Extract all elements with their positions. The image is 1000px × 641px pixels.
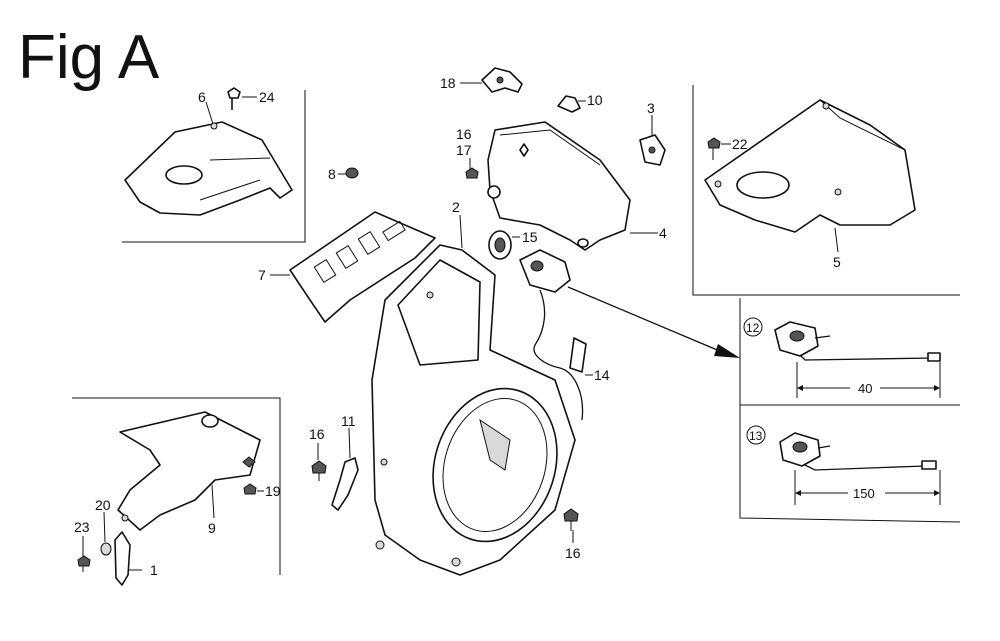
callout-17: 17: [456, 142, 472, 158]
shroud-opening: [432, 387, 558, 543]
part-14-wire: [533, 289, 584, 421]
stop-switch: [519, 249, 571, 293]
figure-title: Fig A: [18, 23, 160, 92]
part-1-terminal: [114, 531, 131, 586]
part-8-nut: [345, 167, 359, 179]
callout-10: 10: [587, 92, 603, 108]
part-7-8-group: 8 7: [258, 166, 436, 323]
bolt-16-left: [311, 460, 327, 481]
detail-panel-13: 13 150: [746, 425, 941, 505]
bolt-17: [465, 167, 479, 179]
callout-18: 18: [440, 75, 456, 91]
callout-5: 5: [833, 254, 841, 270]
callout-16-bottom: 16: [565, 545, 581, 561]
bolt-24: [227, 87, 241, 110]
callout-16-left: 16: [309, 426, 325, 442]
shroud-inner-vane: [479, 418, 511, 471]
callout-19: 19: [265, 483, 281, 499]
panel-12-number: 12: [746, 321, 760, 335]
callout-2: 2: [452, 199, 460, 215]
panel-13-number: 13: [749, 429, 763, 443]
callout-14: 14: [594, 367, 610, 383]
callout-24: 24: [259, 89, 275, 105]
callout-1: 1: [150, 562, 158, 578]
part-6-frame: [122, 90, 306, 243]
washer-20: [100, 542, 112, 556]
bolt-16-bottom: [563, 508, 579, 531]
switch-wire-group: 14: [519, 249, 740, 421]
bolt-22: [707, 137, 721, 160]
callout-6: 6: [198, 89, 206, 105]
part-6-hole: [165, 165, 203, 185]
detail-panel-12: 12 40: [743, 317, 941, 398]
part-5-hole: [736, 171, 790, 199]
callout-7: 7: [258, 267, 266, 283]
part-6-group: 6 24: [122, 87, 306, 243]
callout-22: 22: [732, 136, 748, 152]
part-4-group: 4 16 17 15: [456, 121, 667, 260]
part-10-clip: [557, 95, 581, 113]
part-6-cover: [124, 121, 293, 216]
part-4-cover: [487, 121, 631, 251]
part-9-group: 9 19 1 20 23: [72, 397, 281, 586]
detail-panels: 12 40 13 150: [739, 298, 961, 523]
bolt-23: [77, 555, 91, 572]
part-5-frame: [692, 85, 960, 296]
part-5-cover: [704, 99, 916, 233]
part-5-group: 22 5: [692, 85, 960, 296]
bolt-19: [243, 483, 257, 495]
detail-frame: [739, 298, 961, 523]
callout-3: 3: [647, 100, 655, 116]
part-7-plate: [289, 211, 436, 323]
callout-16-top: 16: [456, 126, 472, 142]
callout-8: 8: [328, 166, 336, 182]
callout-4: 4: [659, 225, 667, 241]
callout-9: 9: [208, 520, 216, 536]
part-9-frame: [72, 397, 281, 575]
part-11-16-group: 16 11: [309, 413, 359, 511]
wire-terminal: [569, 337, 587, 373]
panel-13-dimension: 150: [853, 486, 875, 501]
panel-12-dimension: 40: [858, 381, 872, 396]
panel-12-badge: [743, 317, 763, 337]
part-11-terminal: [331, 457, 359, 511]
part-2-fan-shroud: 2: [371, 199, 576, 576]
callout-15: 15: [522, 229, 538, 245]
callout-20: 20: [95, 497, 111, 513]
shroud-top-face: [397, 259, 481, 366]
callout-23: 23: [74, 519, 90, 535]
detail-arrowhead: [714, 344, 740, 358]
small-clips-group: 18 10 3: [440, 67, 666, 166]
part-16-bottom-group: 16: [563, 508, 581, 561]
panel-13-badge: [746, 425, 766, 445]
detail-pointer-line: [567, 286, 723, 353]
callout-11: 11: [341, 413, 356, 429]
part-9-plate: [117, 411, 261, 531]
